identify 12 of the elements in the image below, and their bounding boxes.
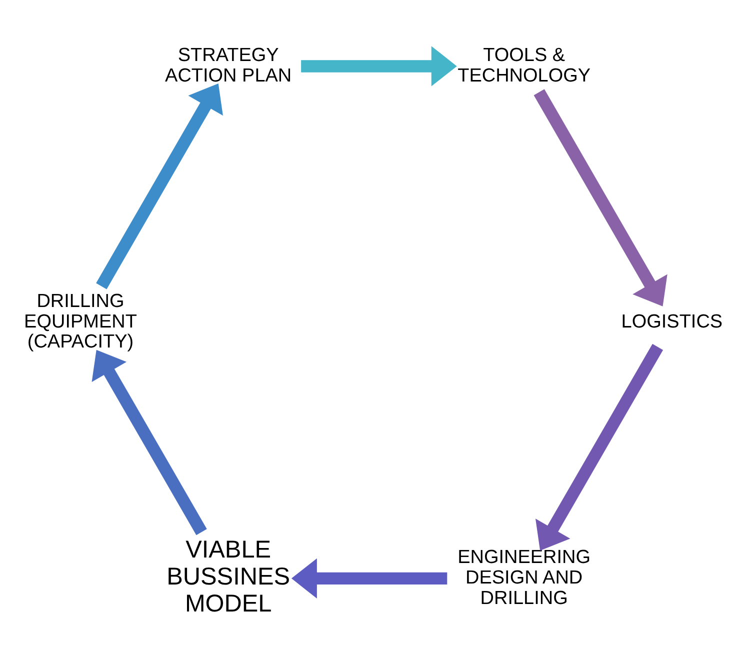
node-text: TOOLS & TECHNOLOGY	[458, 44, 591, 86]
node-text: STRATEGY ACTION PLAN	[165, 44, 292, 86]
arrow	[535, 343, 664, 550]
arrow	[291, 558, 448, 598]
arrow	[301, 46, 457, 86]
node-text: VIABLE BUSSINES MODEL	[166, 536, 290, 618]
arrow	[96, 83, 223, 289]
arrow	[534, 88, 668, 306]
node-text: DRILLING EQUIPMENT (CAPACITY)	[24, 290, 137, 352]
node-text: LOGISTICS	[621, 310, 723, 332]
arrow	[92, 349, 207, 535]
node-text: ENGINEERING DESIGN AND DRILLING	[458, 546, 591, 608]
